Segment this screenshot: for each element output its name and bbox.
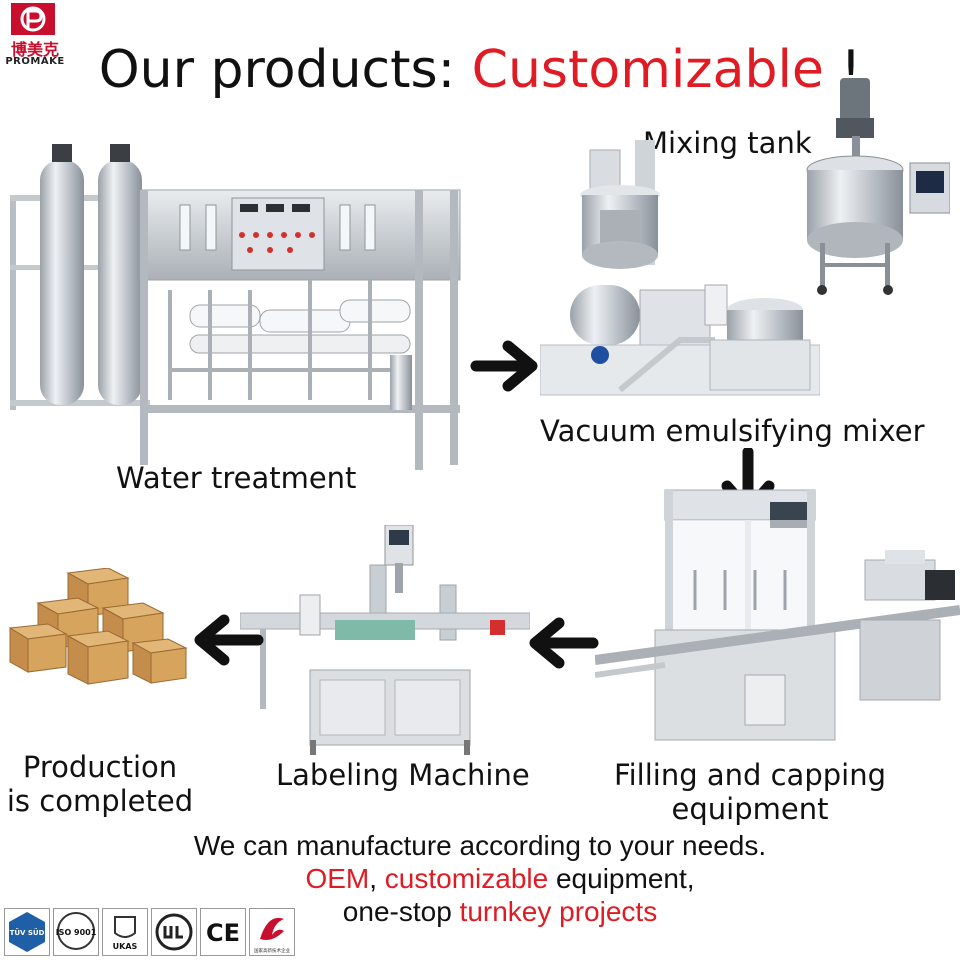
oem-text: OEM	[305, 863, 370, 894]
page-title: Our products: Customizable !	[0, 38, 960, 102]
arrow-right-icon	[470, 340, 538, 392]
filling-capping-machine	[595, 489, 960, 741]
high-tech-enterprise-logo: 国家高新技术企业	[249, 908, 295, 956]
logo-english-text: PROMAKE	[5, 56, 65, 67]
vacuum-mixer-label: Vacuum emulsifying mixer	[540, 414, 925, 448]
promake-logo: 博美克 PROMAKE	[0, 0, 70, 70]
mixing-tank-label: Mixing tank	[643, 126, 812, 160]
filling-label-line1: Filling and capping	[614, 758, 886, 792]
oem-comma: ,	[369, 863, 385, 894]
turnkey-line: one-stop turnkey projects	[20, 896, 960, 928]
filling-label-line2: equipment	[671, 792, 829, 826]
title-prefix: Our products:	[98, 40, 472, 100]
water-treatment-label: Water treatment	[116, 461, 357, 495]
tuv-text: TÜV SÜD	[10, 928, 45, 937]
mixing-tank-machine	[806, 78, 950, 295]
manufacture-statement: We can manufacture according to your nee…	[193, 830, 767, 861]
cul-logo	[151, 908, 197, 956]
labeling-label: Labeling Machine	[276, 758, 530, 792]
iso-9001-logo: ISO 9001	[53, 908, 99, 956]
equipment-text: equipment,	[548, 863, 695, 894]
ukas-text: UKAS	[113, 942, 138, 951]
high-tech-text: 国家高新技术企业	[254, 947, 290, 954]
arrow-left-icon	[529, 617, 599, 669]
production-label-line2: is completed	[6, 784, 194, 818]
labeling-machine	[240, 525, 530, 755]
production-label-line1: Production	[22, 750, 178, 784]
cardboard-boxes	[8, 568, 188, 685]
ce-logo: CE	[200, 908, 246, 956]
turnkey-text: turnkey projects	[459, 896, 658, 927]
title-highlight: Customizable	[471, 40, 824, 100]
ce-text: CE	[206, 919, 240, 947]
oem-line: OEM, customizable equipment,	[20, 863, 960, 895]
iso-text: ISO 9001	[56, 928, 97, 937]
promake-logo-mark	[11, 3, 55, 35]
one-stop-text: one-stop	[342, 896, 460, 927]
water-treatment-machine	[10, 144, 461, 470]
logo-chinese-text: 博美克	[10, 40, 59, 59]
arrow-left-icon	[194, 614, 264, 666]
vacuum-emulsifying-mixer	[540, 140, 820, 396]
tuv-sud-logo: TÜV SÜD	[4, 908, 50, 956]
customizable-text: customizable	[384, 863, 549, 894]
ukas-logo: UKAS	[102, 908, 148, 956]
